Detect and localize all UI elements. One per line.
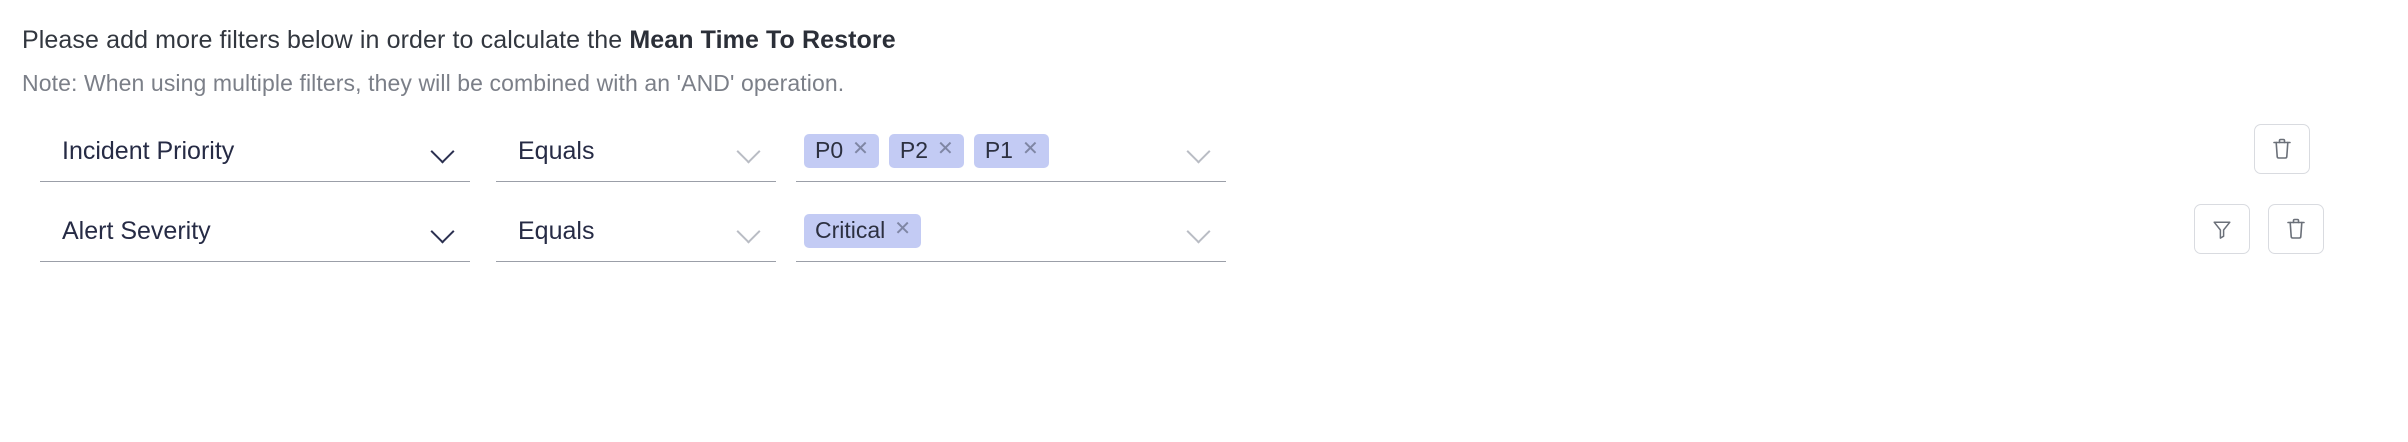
delete-filter-button[interactable] <box>2254 124 2310 174</box>
instruction-heading: Please add more filters below in order t… <box>22 24 2408 56</box>
delete-filter-button[interactable] <box>2268 204 2324 254</box>
field-select[interactable]: Alert Severity <box>40 200 470 262</box>
chevron-down-icon <box>736 138 762 164</box>
values-multiselect[interactable]: Critical ✕ <box>796 200 1226 262</box>
operator-select-value: Equals <box>518 136 595 165</box>
values-multiselect[interactable]: P0 ✕ P2 ✕ P1 ✕ <box>796 120 1226 182</box>
value-chip-label: Critical <box>815 217 886 243</box>
close-icon[interactable]: ✕ <box>937 138 954 160</box>
instruction-note: Note: When using multiple filters, they … <box>22 70 845 96</box>
chip-list: Critical ✕ <box>804 213 1178 248</box>
field-select[interactable]: Incident Priority <box>40 120 470 182</box>
chevron-down-icon <box>430 138 456 164</box>
field-select-value: Incident Priority <box>62 136 235 165</box>
trash-icon <box>2273 138 2291 159</box>
metric-name: Mean Time To Restore <box>629 26 896 54</box>
row-actions <box>2254 124 2310 174</box>
filter-row-list: Incident Priority Equals P0 ✕ P2 ✕ <box>0 120 2408 280</box>
add-subfilter-button[interactable] <box>2194 204 2250 254</box>
funnel-icon <box>2213 221 2231 239</box>
row-actions <box>2194 204 2324 254</box>
filter-row: Incident Priority Equals P0 ✕ P2 ✕ <box>0 120 2408 200</box>
close-icon[interactable]: ✕ <box>852 138 869 160</box>
filter-row: Alert Severity Equals Critical ✕ <box>0 200 2408 280</box>
value-chip[interactable]: P1 ✕ <box>973 133 1049 168</box>
chevron-down-icon <box>1186 138 1212 164</box>
operator-select-value: Equals <box>518 216 595 245</box>
field-select-value: Alert Severity <box>62 216 211 245</box>
chevron-down-icon <box>736 218 762 244</box>
instruction-prefix: Please add more filters below in order t… <box>22 26 630 54</box>
value-chip[interactable]: P0 ✕ <box>804 133 879 168</box>
value-chip[interactable]: Critical ✕ <box>804 213 922 248</box>
trash-icon <box>2287 218 2305 239</box>
value-chip[interactable]: P2 ✕ <box>888 133 964 168</box>
value-chip-label: P2 <box>899 137 929 163</box>
value-chip-label: P1 <box>984 137 1013 163</box>
chevron-down-icon <box>1186 218 1212 244</box>
operator-select[interactable]: Equals <box>496 120 776 182</box>
chip-list: P0 ✕ P2 ✕ P1 ✕ <box>804 133 1178 168</box>
chevron-down-icon <box>430 218 456 244</box>
value-chip-label: P0 <box>815 137 844 163</box>
close-icon[interactable]: ✕ <box>1021 138 1039 160</box>
operator-select[interactable]: Equals <box>496 200 776 262</box>
close-icon[interactable]: ✕ <box>894 218 912 240</box>
